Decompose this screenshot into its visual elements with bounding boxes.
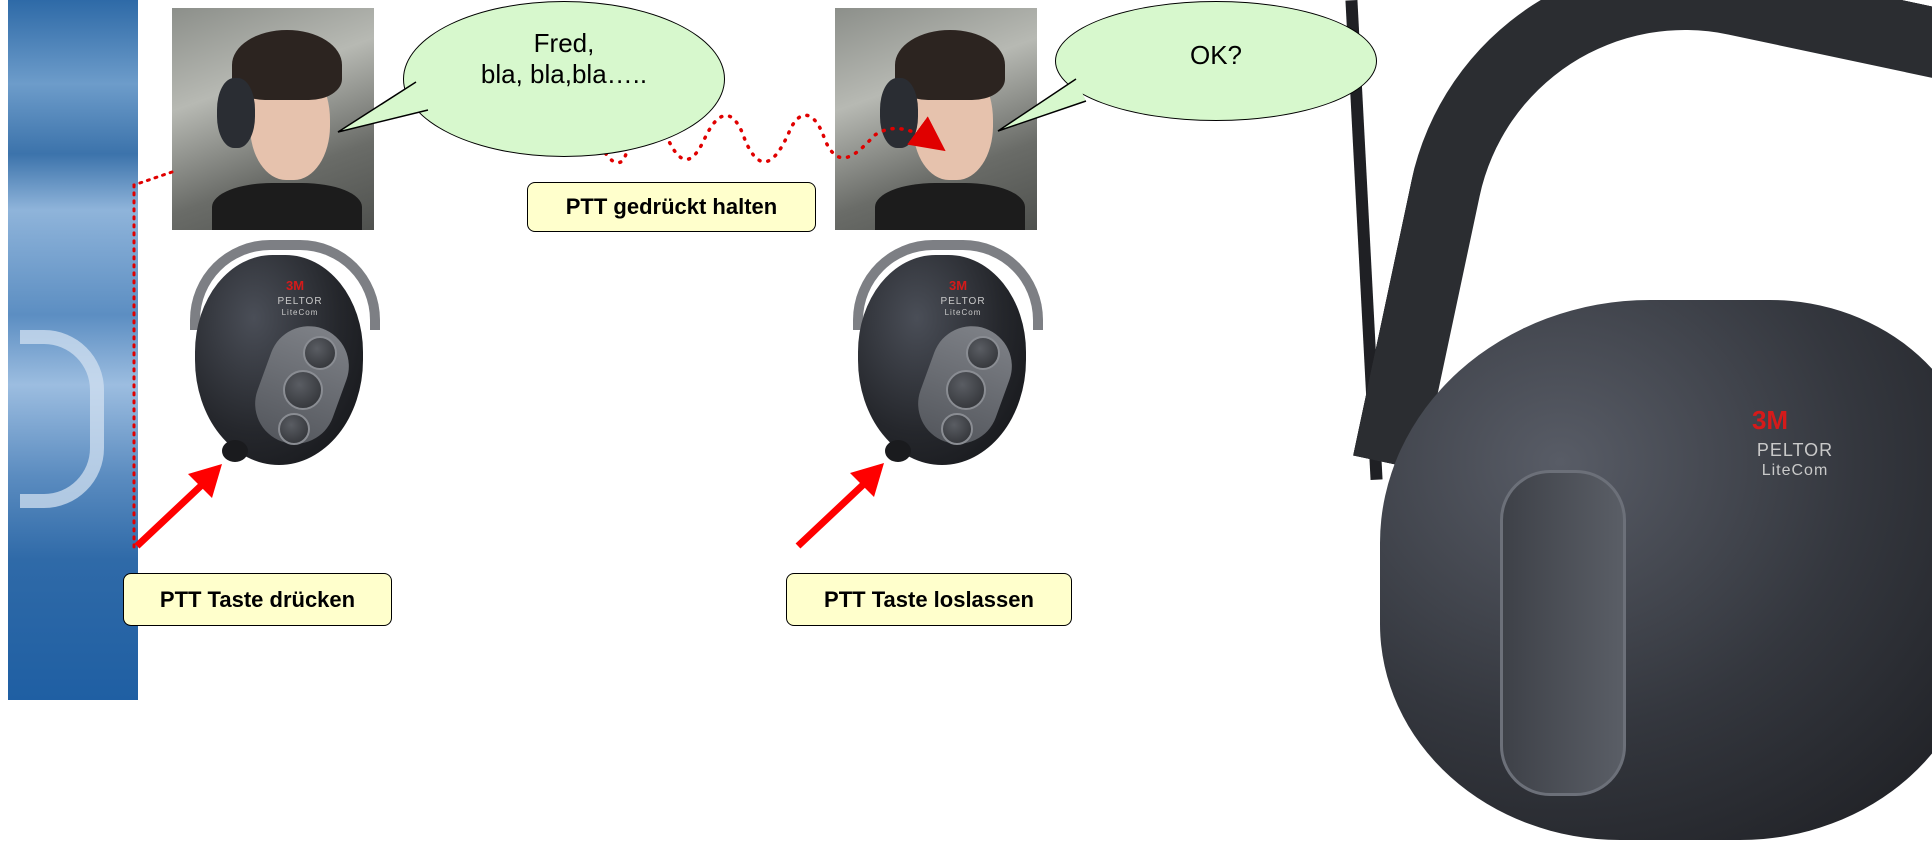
headset-minus-button-left[interactable]: [278, 413, 310, 445]
transmission-wave: [586, 110, 946, 165]
bubble-left-tail: [337, 81, 429, 133]
headset-brand-right: PELTOR: [940, 296, 986, 307]
headset-ptt-button-left[interactable]: [283, 370, 323, 410]
headset-logo-right: 3M: [948, 278, 968, 293]
dotted-connector-left: [132, 170, 174, 550]
speaker-photo-left: [172, 8, 374, 230]
headset-plus-button-left[interactable]: [303, 336, 337, 370]
bubble-left-line-2: bla, bla,bla…..: [480, 59, 648, 89]
headset-ptt-button-right[interactable]: [946, 370, 986, 410]
large-headset-brand: PELTOR: [1756, 440, 1834, 460]
label-ptt-press: PTT Taste drücken: [123, 573, 392, 626]
release-arrow-right: [795, 463, 884, 549]
headset-brand-left: PELTOR: [277, 296, 323, 307]
large-headset-cup: [1380, 300, 1932, 840]
headset-minus-button-right[interactable]: [941, 413, 973, 445]
large-headset-button-pad: [1500, 470, 1626, 796]
bubble-right-tail: [997, 78, 1087, 132]
speaker-photo-right: [835, 8, 1037, 230]
bubble-left-line-1: Fred,: [533, 28, 595, 58]
speech-bubble-left: Fred, bla, bla,bla…..: [403, 1, 725, 157]
headset-logo-left: 3M: [285, 278, 305, 293]
headset-ptt-key-left[interactable]: [222, 440, 248, 462]
headset-model-right: LiteCom: [944, 308, 982, 317]
speech-bubble-right: OK?: [1055, 1, 1377, 121]
press-arrow-left: [134, 464, 222, 549]
bubble-right-text: OK?: [1189, 40, 1243, 70]
large-headset-model: LiteCom: [1761, 462, 1829, 479]
label-ptt-hold: PTT gedrückt halten: [527, 182, 816, 232]
headset-plus-button-right[interactable]: [966, 336, 1000, 370]
large-headset-logo: 3M: [1751, 405, 1789, 435]
headset-ptt-key-right[interactable]: [885, 440, 911, 462]
headset-model-left: LiteCom: [281, 308, 319, 317]
label-ptt-release: PTT Taste loslassen: [786, 573, 1072, 626]
